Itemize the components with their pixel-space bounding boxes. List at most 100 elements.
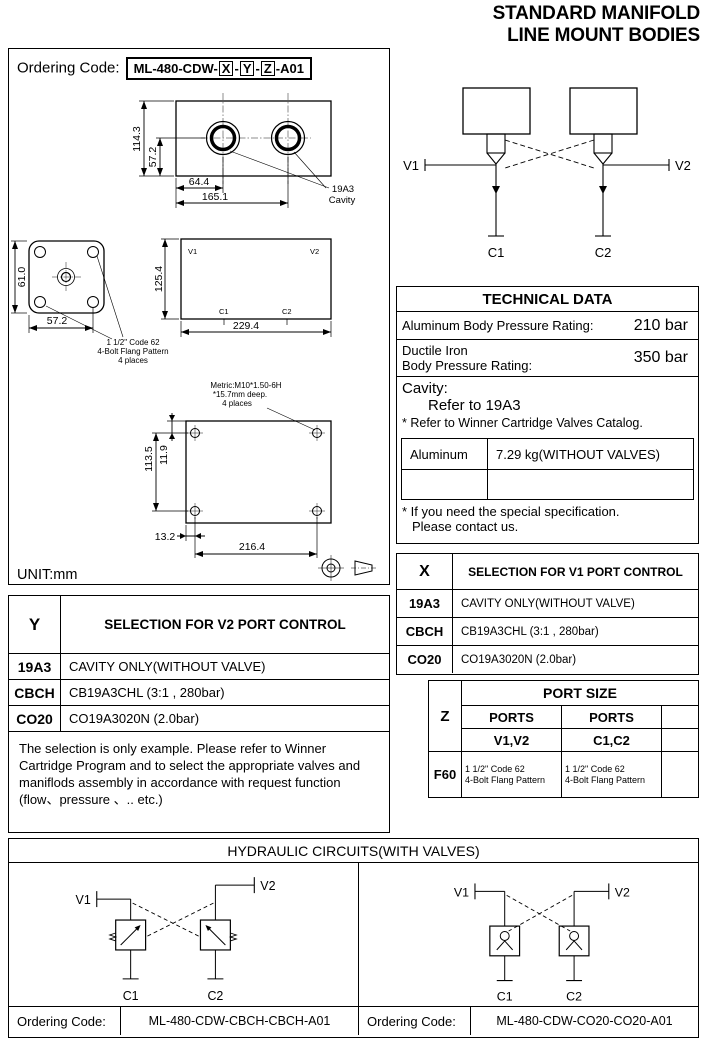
dim-114: 114.3	[131, 126, 143, 152]
page-title: STANDARD MANIFOLD LINE MOUNT BODIES	[493, 3, 701, 47]
cavity-callout-line1: 19A3	[332, 184, 354, 195]
technical-data-title: TECHNICAL DATA	[397, 287, 698, 312]
x-row-co20-code: CO20	[397, 646, 453, 673]
f60-key-cell: F60	[429, 752, 462, 797]
circuit-cbch-ordering-row: Ordering Code: ML-480-CDW-CBCH-CBCH-A01	[9, 1006, 358, 1035]
co20-c2-label: C2	[566, 989, 582, 1003]
x-key-cell: X	[397, 554, 453, 590]
dim-57-top: 57.2	[147, 147, 159, 168]
cbch-c2-label: C2	[207, 989, 223, 1003]
top-view-dimension-lines	[139, 100, 330, 208]
dim-113: 113.5	[143, 446, 155, 472]
ports-v1v2-cell: V1,V2	[462, 729, 562, 752]
aluminum-pressure-value: 210 bar	[633, 316, 688, 334]
x-title-cell: SELECTION FOR V1 PORT CONTROL	[453, 554, 698, 590]
cavity-label: Cavity:	[402, 380, 448, 397]
x-row-19a3-code: 19A3	[397, 590, 453, 618]
co20-c1-label: C1	[497, 989, 513, 1003]
x-row-cbch-desc: CB19A3CHL (3:1 , 280bar)	[453, 618, 698, 646]
end-view-body	[28, 240, 105, 314]
weight-value-cell: 7.29 kg(WITHOUT VALVES)	[496, 446, 660, 462]
y-row-19a3-desc: CAVITY ONLY(WITHOUT VALVE)	[61, 654, 389, 680]
schematic-c2-label: C2	[595, 245, 612, 260]
y-row-cbch-code: CBCH	[9, 680, 61, 706]
circuit-co20-drawing: V1 V2 C1 C2	[359, 863, 698, 1006]
circuit-co20-ordering-code: ML-480-CDW-CO20-CO20-A01	[496, 1014, 673, 1028]
dim-229: 229.4	[233, 320, 259, 332]
cbch-v2-label: V2	[260, 879, 275, 893]
ports-header-empty	[662, 706, 698, 729]
y-key-cell: Y	[9, 596, 61, 654]
dim-11: 11.9	[158, 445, 170, 465]
f60-c1c2-line2: 4-Bolt Flang Pattern	[565, 774, 646, 785]
ductile-label-line2: Body Pressure Rating:	[402, 358, 533, 373]
projection-symbol-icon	[318, 555, 376, 581]
metric-note-line1: Metric:M10*1.50-6H	[210, 381, 281, 390]
x-row-co20-desc: CO19A3020N (2.0bar)	[461, 653, 577, 666]
side-view-dimension-lines	[161, 238, 332, 337]
ductile-label-line1: Ductile Iron	[402, 343, 468, 358]
bottom-view-dimension-lines	[152, 407, 318, 558]
selection-x-table: X SELECTION FOR V1 PORT CONTROL 19A3 CAV…	[396, 553, 699, 675]
side-view-v2-label: V2	[310, 247, 319, 256]
f60-c1c2-value: 1 1/2" Code 62 4-Bolt Flang Pattern	[562, 752, 662, 797]
ductile-pressure-value: 350 bar	[633, 349, 688, 366]
cavity-info: Cavity: Refer to 19A3 * Refer to Winner …	[397, 377, 698, 436]
special-note-line2: Please contact us.	[412, 519, 519, 534]
flange-note-line1: 1 1/2" Code 62	[106, 338, 160, 347]
metric-note-line3: 4 places	[222, 399, 252, 408]
ductile-pressure-row: Ductile Iron Body Pressure Rating: 350 b…	[397, 340, 698, 377]
f60-v1v2-line1: 1 1/2" Code 62	[465, 764, 525, 774]
hydraulic-circuits-title: HYDRAULIC CIRCUITS(WITH VALVES)	[9, 839, 698, 863]
z-key-cell: Z	[429, 681, 462, 752]
special-note-line1: * If you need the special specification.	[402, 504, 620, 519]
co20-v1-label: V1	[454, 885, 469, 899]
flange-note-line2: 4-Bolt Flang Pattern	[97, 347, 168, 356]
metric-note-line2: *15.7mm deep.	[213, 390, 267, 399]
flange-note-line3: 4 places	[118, 356, 148, 365]
side-view-v1-label: V1	[188, 247, 197, 256]
weight-empty-cell-2	[488, 469, 693, 499]
technical-data-panel: TECHNICAL DATA Aluminum Body Pressure Ra…	[396, 286, 699, 544]
drawings-panel: Ordering Code:ML-480-CDW-X-Y-Z-A01	[8, 48, 390, 585]
dim-57-end: 57.2	[47, 315, 68, 327]
y-row-19a3-code: 19A3	[9, 654, 61, 680]
circuit-co20-lines	[474, 883, 610, 982]
cbch-c1-label: C1	[123, 989, 139, 1003]
circuit-co20-ordering-label: Ordering Code:	[359, 1007, 471, 1035]
special-note: * If you need the special specification.…	[397, 500, 698, 534]
aluminum-pressure-label: Aluminum Body Pressure Rating:	[402, 318, 594, 333]
f60-empty-cell	[662, 752, 698, 797]
circuit-cbch-svg: V1 V2 C1 C2	[76, 877, 276, 1003]
ductile-pressure-label: Ductile Iron Body Pressure Rating:	[402, 343, 532, 373]
ports-header-1: PORTS	[462, 706, 562, 729]
y-row-cbch-desc: CB19A3CHL (3:1 , 280bar)	[61, 680, 389, 706]
circuit-co20-ordering-row: Ordering Code: ML-480-CDW-CO20-CO20-A01	[359, 1006, 698, 1035]
manifold-schematic-lines	[424, 87, 670, 237]
ports-sub-empty	[662, 729, 698, 752]
circuit-cbch-ordering-code: ML-480-CDW-CBCH-CBCH-A01	[148, 1014, 331, 1028]
ordering-code-label: Ordering Code:	[17, 59, 120, 77]
side-view-body	[180, 238, 332, 325]
f60-v1v2-line2: 4-Bolt Flang Pattern	[465, 774, 546, 785]
ordering-code-sep2: -	[255, 61, 260, 76]
dim-165: 165.1	[202, 191, 228, 203]
dimension-drawings: 114.3 57.2 64.4 165.1 19A3 Cavity	[11, 93, 376, 583]
circuit-cbch: V1 V2 C1 C2 Ordering Code: ML-480-CDW-CB…	[9, 863, 359, 1035]
dim-64: 64.4	[189, 176, 210, 188]
y-row-co20-desc: CO19A3020N (2.0bar)	[61, 706, 389, 732]
dim-13: 13.2	[155, 531, 176, 543]
circuit-cbch-lines	[96, 877, 255, 980]
circuit-cbch-drawing: V1 V2 C1 C2	[9, 863, 358, 1006]
ordering-code-sep1: -	[234, 61, 239, 76]
hydraulic-circuits-panel: HYDRAULIC CIRCUITS(WITH VALVES)	[8, 838, 699, 1038]
cavity-callout-line2: Cavity	[329, 195, 356, 206]
weight-empty-cell-1	[402, 469, 488, 499]
schematic-v2-label: V2	[675, 158, 691, 173]
port-size-table: Z PORT SIZE PORTS PORTS V1,V2 C1,C2 F60 …	[428, 680, 699, 798]
end-view-dimension-lines	[11, 240, 124, 340]
hydraulic-circuits-body: V1 V2 C1 C2 Ordering Code: ML-480-CDW-CB…	[9, 863, 698, 1035]
weight-material-cell: Aluminum	[402, 439, 488, 469]
selection-note: The selection is only example. Please re…	[19, 741, 361, 807]
dim-61: 61.0	[16, 267, 28, 288]
